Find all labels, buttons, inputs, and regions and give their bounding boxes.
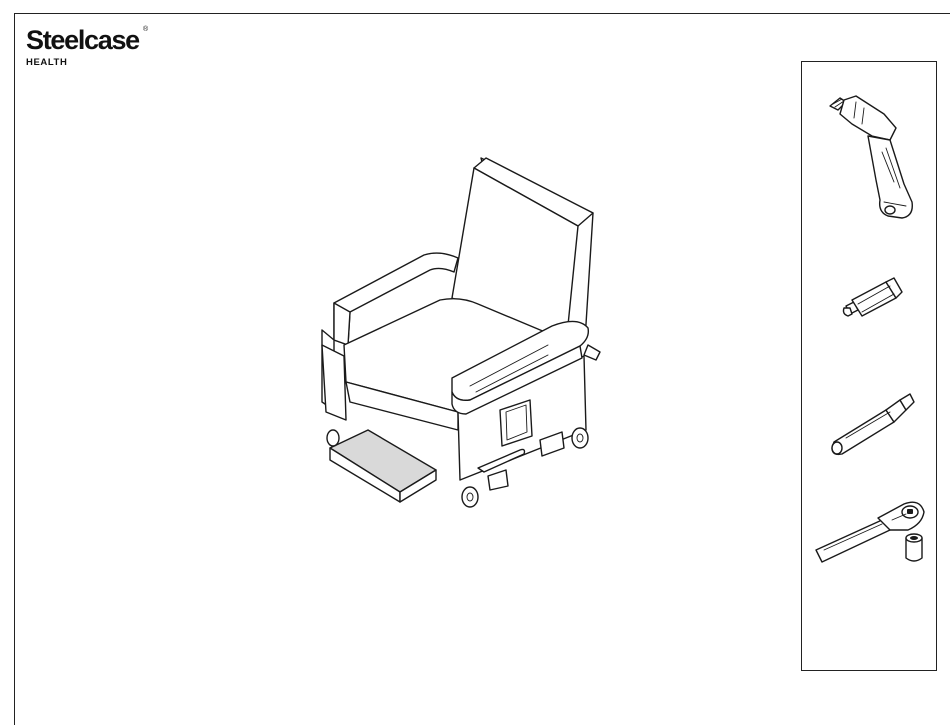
chair-footrest [330, 430, 436, 502]
extension-bit-icon [826, 390, 916, 460]
hex-bit-socket-icon [838, 270, 908, 325]
socket-icon [900, 530, 930, 568]
power-drill-icon [824, 92, 914, 227]
